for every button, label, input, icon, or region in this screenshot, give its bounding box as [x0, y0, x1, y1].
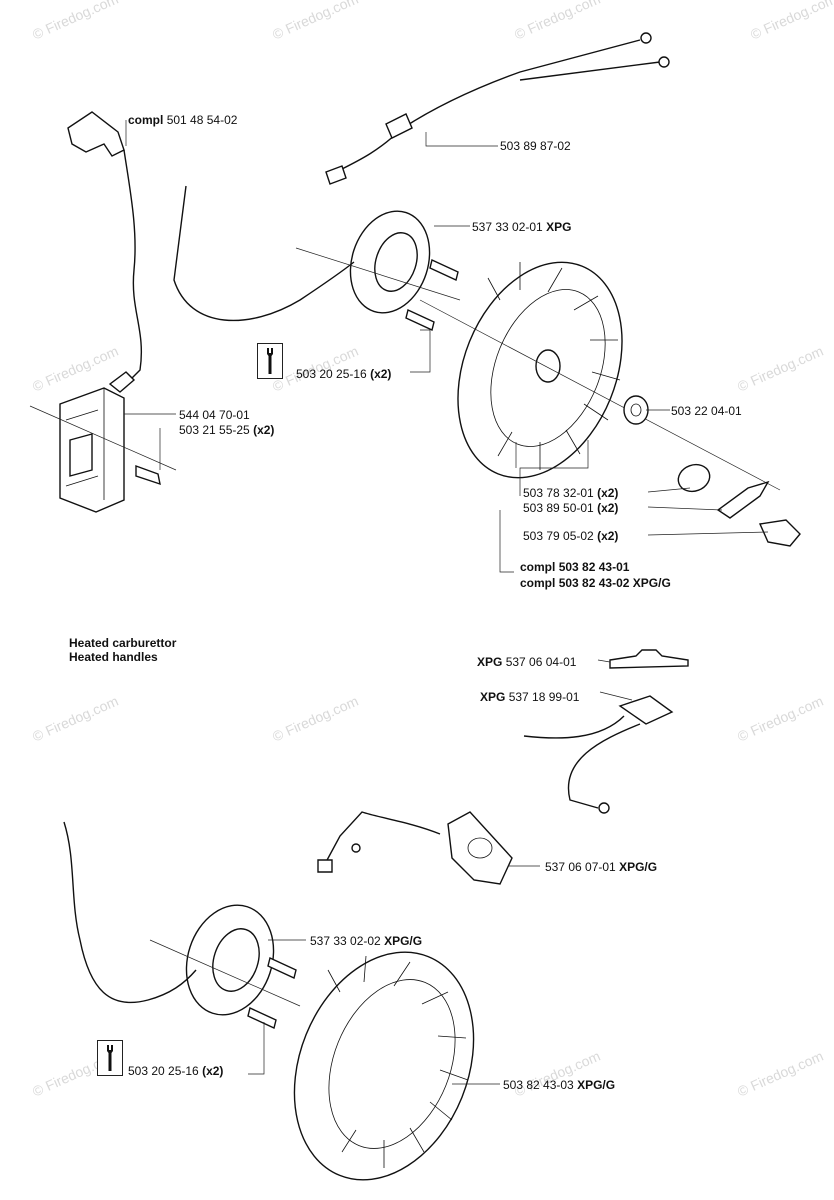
- spark-plug-boot: [67, 111, 143, 385]
- flywheel-nut: [623, 395, 649, 425]
- part-label: 503 22 04-01: [671, 404, 742, 418]
- ignition-module: [29, 371, 177, 513]
- part-label: 537 33 02-01 XPG: [472, 220, 572, 234]
- generator-plate: [317, 811, 513, 885]
- stator-coil-heated: [63, 821, 301, 1016]
- part-label: 503 20 25-16 (x2): [296, 367, 392, 381]
- variant-heading-line: Heated carburettor: [69, 636, 177, 650]
- leader-lines: [124, 120, 769, 1085]
- heater-element: [523, 695, 674, 814]
- part-label: 503 89 50-01 (x2): [523, 501, 619, 515]
- part-label: 503 82 43-03 XPG/G: [503, 1078, 616, 1092]
- part-label: 544 04 70-01: [179, 408, 250, 422]
- part-label: compl 503 82 43-01: [520, 560, 630, 574]
- wrench-icon: [97, 1040, 123, 1076]
- heater-bracket: [609, 649, 689, 669]
- flywheel: [419, 261, 781, 491]
- part-label: compl 501 48 54-02: [128, 113, 238, 127]
- coil-screws-heated: [247, 957, 297, 1029]
- part-label: 503 21 55-25 (x2): [179, 423, 275, 437]
- part-label: 503 78 32-01 (x2): [523, 486, 619, 500]
- part-label: 537 06 07-01 XPG/G: [545, 860, 658, 874]
- coil-screws: [405, 259, 459, 331]
- part-label: 503 20 25-16 (x2): [128, 1064, 224, 1078]
- part-label: XPG 537 06 04-01: [477, 655, 577, 669]
- part-label: 503 79 05-02 (x2): [523, 529, 619, 543]
- flywheel-heated: [293, 951, 475, 1181]
- wrench-icon: [257, 343, 283, 379]
- part-label: 503 89 87-02: [500, 139, 571, 153]
- part-label: compl 503 82 43-02 XPG/G: [520, 576, 671, 590]
- stator-coil: [173, 185, 461, 322]
- part-label: 537 33 02-02 XPG/G: [310, 934, 423, 948]
- starter-pawl-parts: [677, 463, 801, 547]
- wire-harness: [325, 32, 670, 185]
- part-label: XPG 537 18 99-01: [480, 690, 580, 704]
- variant-heading-line: Heated handles: [69, 650, 158, 664]
